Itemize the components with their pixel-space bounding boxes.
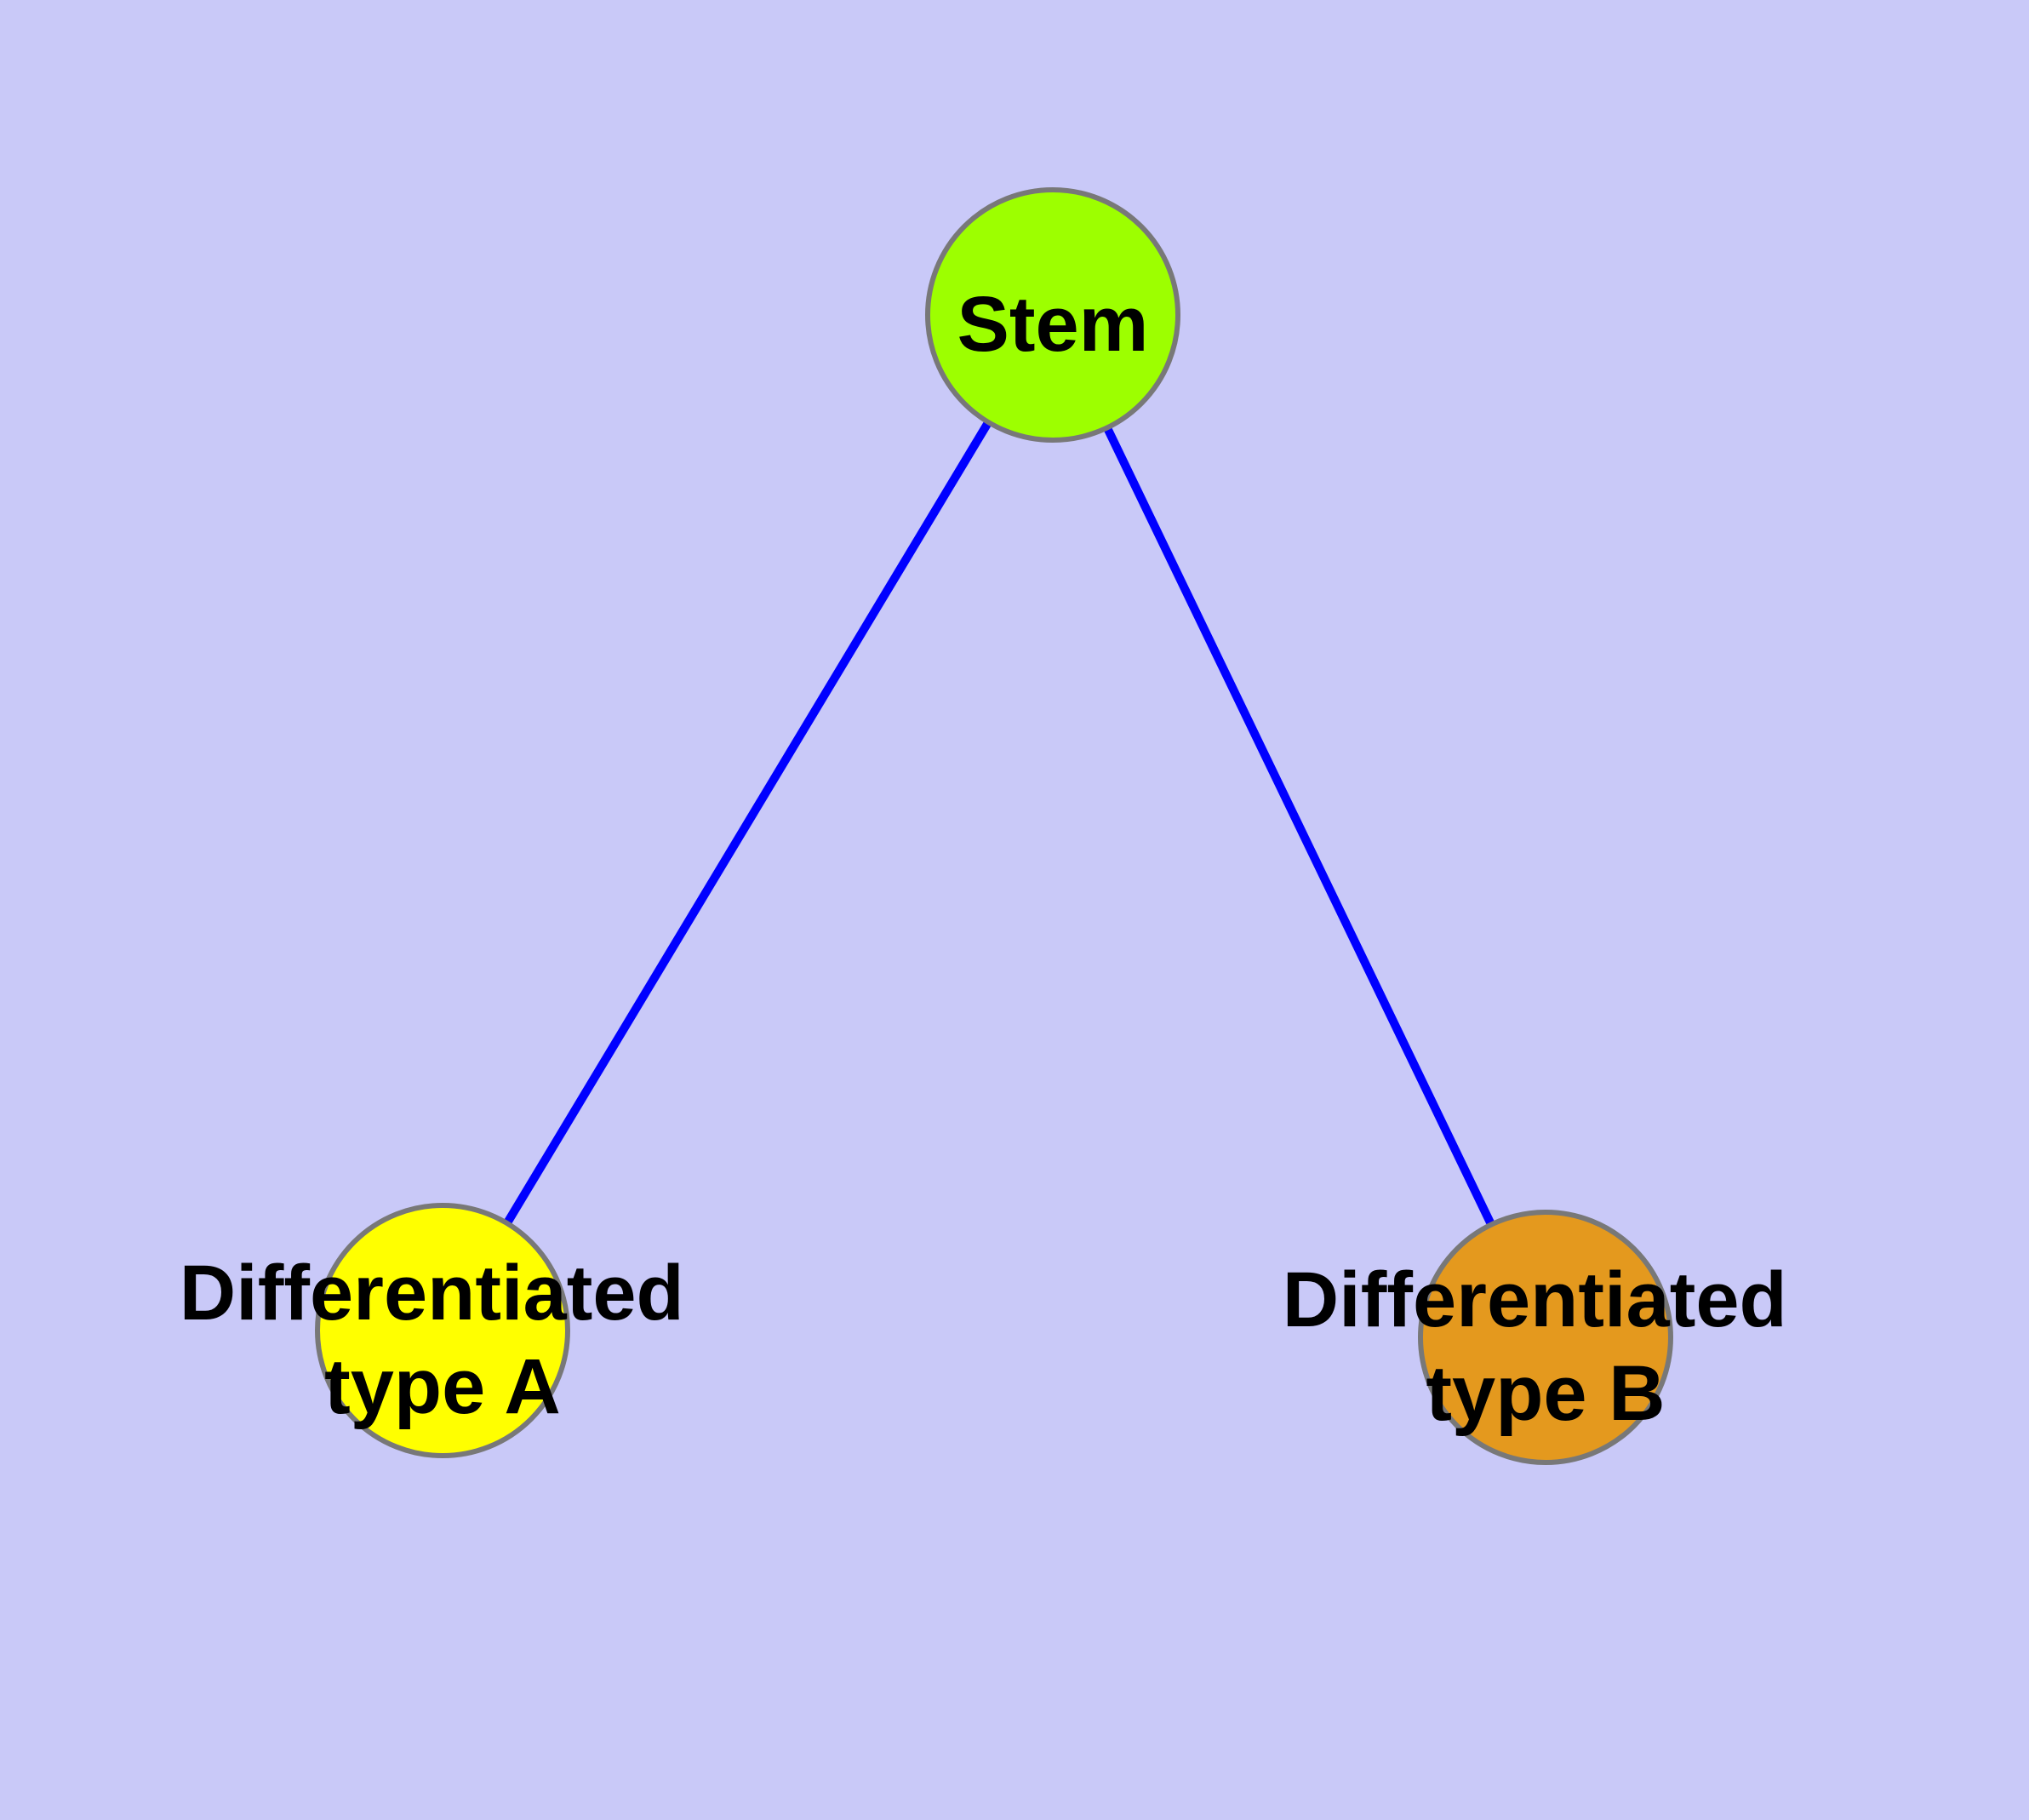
label-line: type A bbox=[324, 1343, 561, 1430]
label-line: Differentiated bbox=[180, 1250, 684, 1336]
label-line: Stem bbox=[957, 281, 1149, 368]
node-stem-label: Stem bbox=[957, 281, 1149, 368]
label-line: Differentiated bbox=[1283, 1256, 1787, 1343]
node-differentiated-type-b bbox=[1418, 1210, 1673, 1465]
edge-stem-to-type-b bbox=[1049, 312, 1550, 1340]
label-line: type B bbox=[1426, 1350, 1665, 1437]
node-differentiated-type-b-label: Differentiated type B bbox=[1283, 1256, 1809, 1437]
node-stem bbox=[925, 187, 1180, 443]
edge-stem-to-type-a bbox=[438, 312, 1057, 1333]
node-differentiated-type-a-label: Differentiated type A bbox=[180, 1250, 706, 1430]
node-differentiated-type-a bbox=[315, 1203, 570, 1458]
